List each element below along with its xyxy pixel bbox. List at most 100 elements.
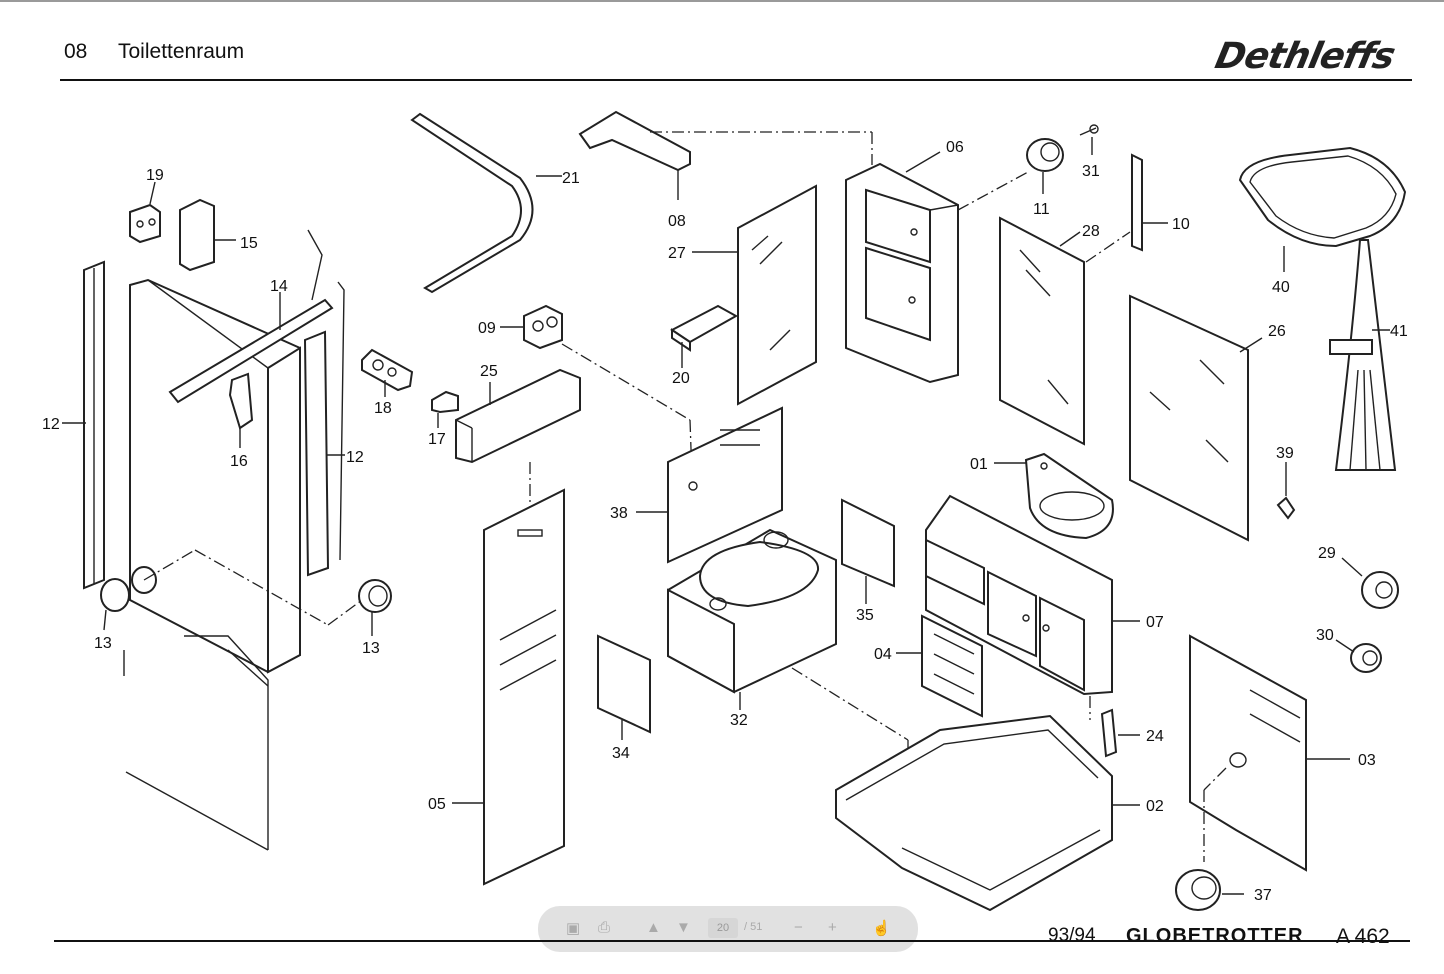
panel-35 xyxy=(841,498,895,604)
ring-29 xyxy=(1341,557,1399,609)
shower-tray-02 xyxy=(835,714,1140,912)
curtain-rail-40 xyxy=(1238,146,1407,272)
label-34: 34 xyxy=(612,745,630,762)
back-panel-03 xyxy=(1189,634,1350,872)
latch-19 xyxy=(129,181,161,244)
hook-16 xyxy=(228,372,254,448)
knob-11 xyxy=(1026,138,1064,194)
shelf-bracket-08 xyxy=(578,110,691,200)
frame-edge xyxy=(307,229,323,301)
angle-17 xyxy=(431,390,459,428)
toilet-32 xyxy=(667,528,837,710)
label-32: 32 xyxy=(730,712,748,729)
frame-edge-right xyxy=(337,281,345,561)
label-41: 41 xyxy=(1390,323,1408,340)
plug-13-right xyxy=(358,579,392,636)
label-40: 40 xyxy=(1272,279,1290,296)
section-title: Toilettenraum xyxy=(118,40,245,63)
hinge-strip-12 xyxy=(303,330,345,577)
label-07: 07 xyxy=(1146,614,1164,631)
mirror-26 xyxy=(1129,294,1263,542)
drain-37 xyxy=(1175,869,1244,911)
save-icon[interactable]: ▣ xyxy=(566,920,581,937)
footer-page-ref: A 462 xyxy=(1336,925,1390,948)
clip-39 xyxy=(1276,462,1296,520)
screw-31 xyxy=(1079,124,1099,155)
zoom-in-icon[interactable]: + xyxy=(828,919,837,936)
section-number: 08 xyxy=(64,40,88,63)
label-08: 08 xyxy=(668,213,686,230)
label-27: 27 xyxy=(668,245,686,262)
label-13-left: 13 xyxy=(94,635,112,652)
label-11: 11 xyxy=(1033,201,1050,218)
label-24: 24 xyxy=(1146,728,1164,745)
crossbar-14 xyxy=(168,292,334,404)
mirror-27 xyxy=(692,184,817,406)
panel-04 xyxy=(896,614,983,718)
label-19: 19 xyxy=(146,167,164,184)
viewer-toolbar: ▣ ⎙ ▲ ▼ 20 / 51 − + ☝ xyxy=(538,906,918,952)
label-18: 18 xyxy=(374,400,392,417)
label-30: 30 xyxy=(1316,627,1334,644)
strip-10 xyxy=(1131,153,1168,252)
label-12-right: 12 xyxy=(346,449,364,466)
label-26: 26 xyxy=(1268,323,1286,340)
label-02: 02 xyxy=(1146,798,1164,815)
left-rail-12 xyxy=(62,260,105,590)
shelf-20 xyxy=(670,304,739,368)
label-38: 38 xyxy=(610,505,628,522)
footer-rule xyxy=(54,940,1410,942)
label-25: 25 xyxy=(480,363,498,380)
mirror-28 xyxy=(999,216,1085,446)
label-39: 39 xyxy=(1276,445,1294,462)
plug-13-left xyxy=(100,566,157,631)
wall-panel-left xyxy=(129,278,301,674)
hinge-24 xyxy=(1100,708,1140,758)
label-16: 16 xyxy=(230,453,248,470)
curtain-41 xyxy=(1329,239,1397,471)
label-37: 37 xyxy=(1254,887,1272,904)
top-border xyxy=(0,0,1444,2)
curved-rail-21 xyxy=(410,112,562,294)
soap-dish-18 xyxy=(361,348,414,397)
label-31: 31 xyxy=(1082,163,1100,180)
label-09: 09 xyxy=(478,320,496,337)
label-13-right: 13 xyxy=(362,640,380,657)
label-20: 20 xyxy=(672,370,690,387)
washbasin-01 xyxy=(994,452,1114,540)
hook-rail-25 xyxy=(455,368,581,464)
label-10: 10 xyxy=(1172,216,1190,233)
label-21: 21 xyxy=(562,170,580,187)
cabinet-06 xyxy=(845,151,959,384)
label-06: 06 xyxy=(946,139,964,156)
label-04: 04 xyxy=(874,646,892,663)
label-03: 03 xyxy=(1358,752,1376,769)
panel-05 xyxy=(452,488,565,886)
label-15: 15 xyxy=(240,235,258,252)
header-rule xyxy=(60,79,1412,81)
bracket-15 xyxy=(179,198,236,272)
label-35: 35 xyxy=(856,607,874,624)
label-28: 28 xyxy=(1082,223,1100,240)
wall-panel-38 xyxy=(636,406,783,564)
page-down-icon[interactable]: ▼ xyxy=(676,919,691,936)
footer-year: 93/94 xyxy=(1048,925,1096,946)
holder-09 xyxy=(500,304,563,350)
label-17: 17 xyxy=(428,431,446,448)
page-up-icon[interactable]: ▲ xyxy=(646,919,661,936)
print-icon[interactable]: ⎙ xyxy=(598,919,611,936)
pointer-icon[interactable]: ☝ xyxy=(872,920,891,937)
panel-34 xyxy=(597,634,651,740)
page-number-input[interactable]: 20 xyxy=(708,918,738,938)
vanity-07 xyxy=(925,494,1140,696)
label-05: 05 xyxy=(428,796,446,813)
label-01: 01 xyxy=(970,456,988,473)
page-total: / 51 xyxy=(744,921,763,933)
door-panel-edge xyxy=(184,635,269,850)
label-14: 14 xyxy=(270,278,288,295)
label-12-left: 12 xyxy=(42,416,60,433)
cap-30 xyxy=(1335,639,1382,673)
zoom-out-icon[interactable]: − xyxy=(794,919,803,936)
footer-model: GLOBETROTTER xyxy=(1126,925,1304,947)
